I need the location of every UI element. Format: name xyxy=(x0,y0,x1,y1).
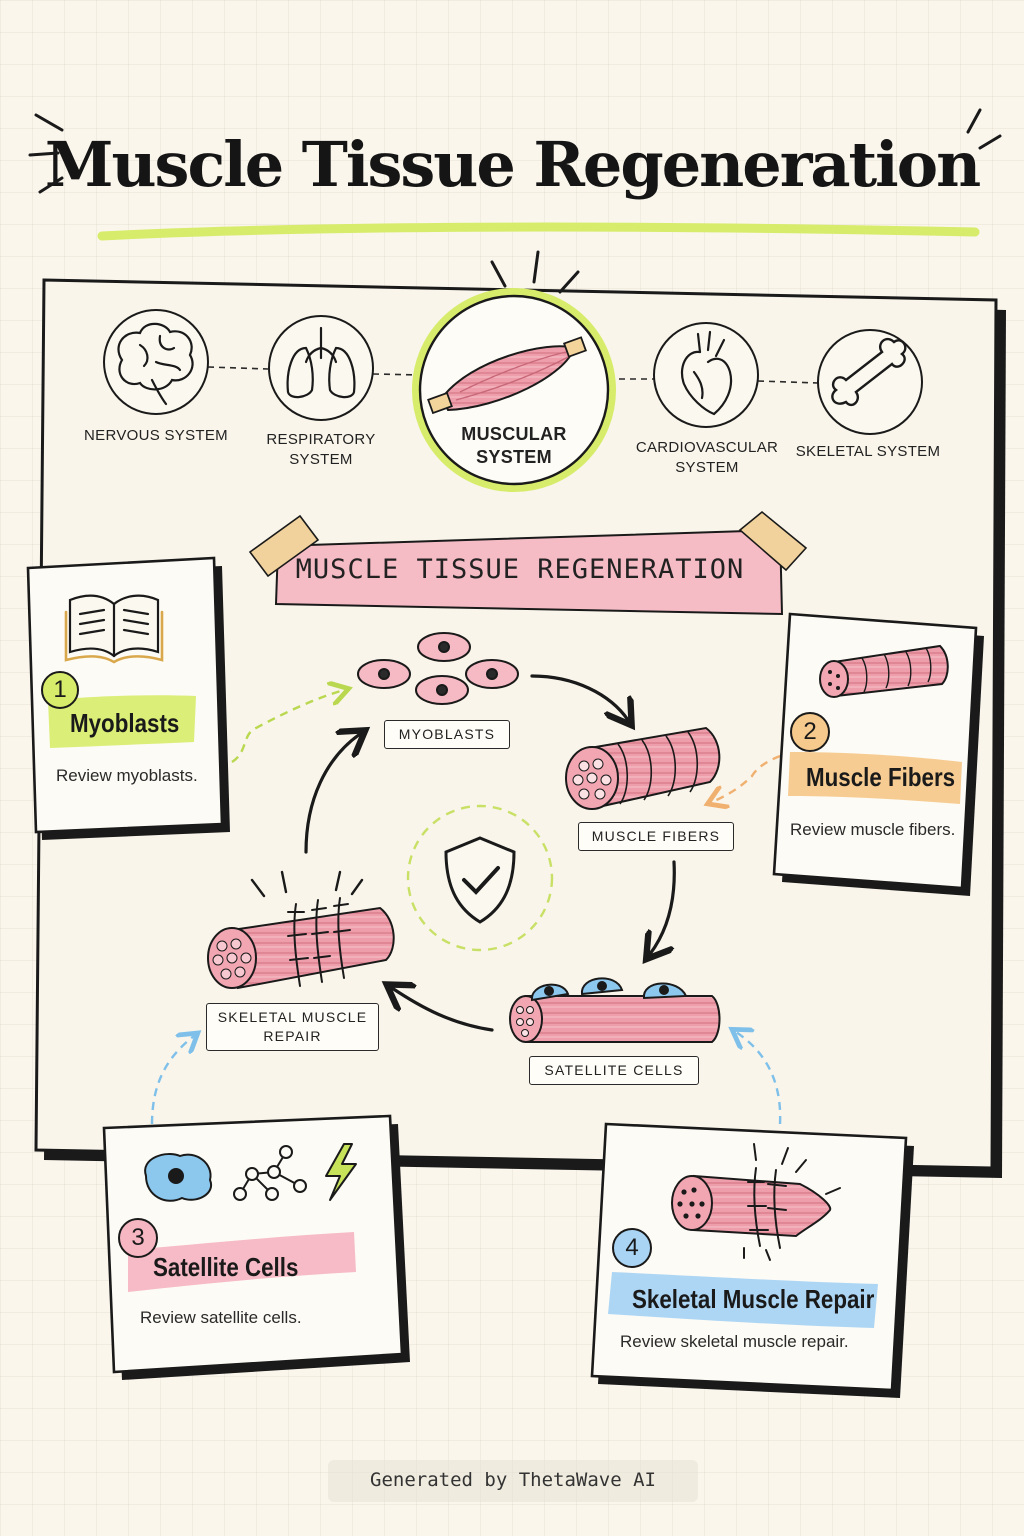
page-title: Muscle Tissue Regeneration xyxy=(44,128,981,201)
arrow-repair-to-myoblasts xyxy=(304,734,360,854)
card1-number: 1 xyxy=(53,676,67,703)
card3-description: Review satellite cells. xyxy=(140,1308,302,1327)
brain-icon xyxy=(117,322,194,406)
skeletal-muscle-repair-node-label: SKELETAL MUSCLE REPAIR xyxy=(206,1003,379,1051)
myoblast-cells-icon xyxy=(357,632,519,705)
muscle-fiber-bundle-icon xyxy=(565,726,721,810)
banner xyxy=(274,528,784,616)
satellite-cells-node-label: SATELLITE CELLS xyxy=(529,1056,699,1085)
card2-description: Review muscle fibers. xyxy=(790,820,956,839)
bone-icon xyxy=(831,337,907,407)
sparkle-right-icon xyxy=(966,108,1002,150)
arrow-fibers-to-satellite xyxy=(650,860,676,954)
respiratory-system-label: RESPIRATORY SYSTEM xyxy=(266,431,376,468)
title-underline xyxy=(97,222,980,241)
sparkle-left-icon xyxy=(28,113,64,194)
banner-title: MUSCLE TISSUE REGENERATION xyxy=(295,554,745,585)
muscle-fiber-small-icon xyxy=(819,644,949,698)
satellite-cells-fiber-icon xyxy=(509,977,721,1043)
arrow-card2 xyxy=(712,754,781,802)
card2-title: Muscle Fibers xyxy=(806,762,956,792)
muscle-repair-small-icon xyxy=(671,1143,841,1261)
lightning-icon xyxy=(325,1143,357,1201)
cardiovascular-system-label: CARDIOVASCULAR SYSTEM xyxy=(635,439,779,476)
arrow-card1 xyxy=(231,690,344,764)
heart-icon xyxy=(680,330,733,416)
protection-ring xyxy=(406,804,554,952)
tape-left xyxy=(248,514,320,578)
satellite-cell-icon xyxy=(144,1153,213,1202)
muscle-bundle-icon xyxy=(427,336,588,415)
tape-right xyxy=(738,510,808,572)
shield-check-icon xyxy=(444,836,516,924)
lungs-icon xyxy=(286,326,356,399)
card1-description: Review myoblasts. xyxy=(56,766,198,785)
footer-credit: Generated by ThetaWave AI xyxy=(328,1460,698,1502)
arrow-satellite-to-repair xyxy=(392,988,494,1032)
cardiovascular-system-circle xyxy=(653,322,759,428)
card4-description: Review skeletal muscle repair. xyxy=(620,1332,849,1351)
skeletal-system-label: SKELETAL SYSTEM xyxy=(795,443,941,460)
nervous-system-label: NERVOUS SYSTEM xyxy=(84,427,228,444)
book-icon xyxy=(64,594,164,664)
muscular-system-circle xyxy=(418,294,610,486)
molecule-network-icon xyxy=(233,1145,307,1201)
card2-number: 2 xyxy=(803,718,817,745)
card3-title: Satellite Cells xyxy=(153,1252,299,1282)
skeletal-muscle-repair-bundle-icon xyxy=(207,870,395,990)
myoblasts-node-label: MYOBLASTS xyxy=(384,720,510,749)
respiratory-system-circle xyxy=(268,315,374,421)
muscle-fibers-node-label: MUSCLE FIBERS xyxy=(578,822,734,851)
arrow-myoblasts-to-fibers xyxy=(530,674,628,720)
card4-number: 4 xyxy=(625,1234,639,1261)
muscular-system-label: MUSCULAR SYSTEM xyxy=(461,424,567,467)
arrow-card3 xyxy=(150,1036,194,1125)
card4-title: Skeletal Muscle Repair xyxy=(632,1284,875,1314)
card3-number: 3 xyxy=(131,1224,145,1251)
card1-title: Myoblasts xyxy=(70,708,180,738)
